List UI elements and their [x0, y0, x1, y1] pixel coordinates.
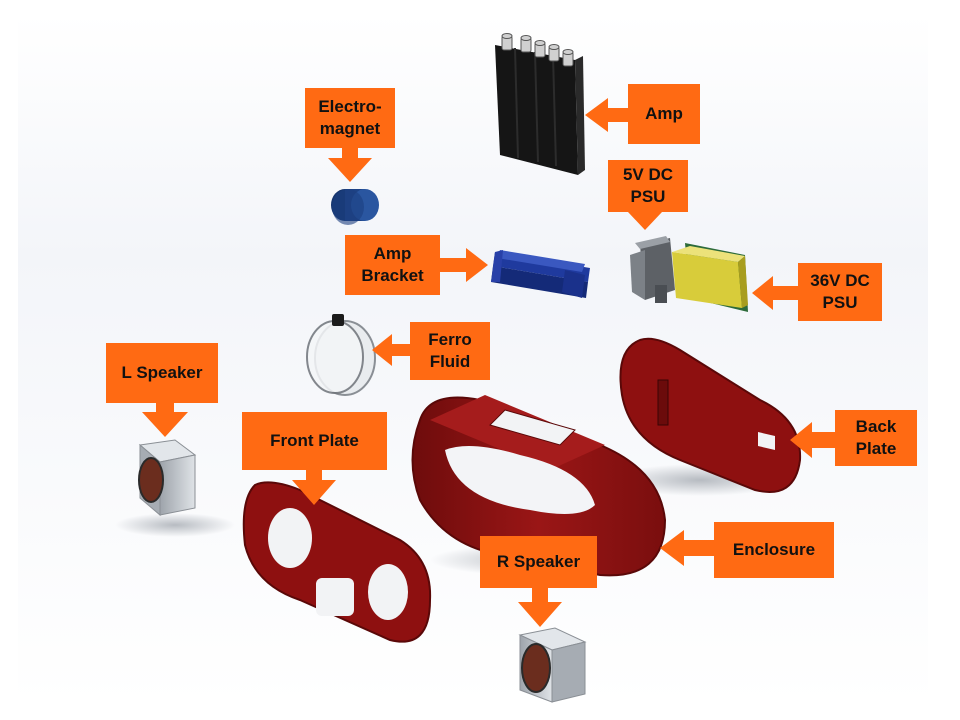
- l-speaker-label: L Speaker: [106, 343, 218, 403]
- back-plate-arrow: [790, 422, 836, 458]
- amp-arrow: [585, 98, 630, 132]
- r-speaker-part: [518, 627, 587, 703]
- amp-label: Amp: [628, 84, 700, 144]
- psu-5v-label: 5V DC PSU: [608, 160, 688, 212]
- psu-36v-part: [672, 243, 748, 312]
- front-plate-arrow: [292, 470, 336, 505]
- l-speaker-part: [138, 439, 197, 517]
- back-plate-part: [619, 337, 802, 493]
- enclosure-part: [411, 395, 667, 577]
- electromagnet-label: Electro- magnet: [305, 88, 395, 148]
- l-speaker-shadow: [115, 513, 235, 537]
- electromagnet-part: [331, 189, 379, 225]
- electromagnet-arrow: [328, 148, 372, 182]
- psu-5v-part: [630, 236, 675, 303]
- r-speaker-label: R Speaker: [480, 536, 597, 588]
- ferro-fluid-part: [306, 314, 376, 396]
- enclosure-label: Enclosure: [714, 522, 834, 578]
- psu-36v-arrow: [752, 276, 800, 310]
- psu-5v-arrow: [628, 205, 662, 230]
- ferro-fluid-label: Ferro Fluid: [410, 322, 490, 380]
- amp-bracket-label: Amp Bracket: [345, 235, 440, 295]
- amp-bracket-part: [491, 250, 590, 298]
- front-plate-part: [242, 481, 432, 643]
- amp-bracket-arrow: [440, 248, 488, 282]
- back-plate-label: Back Plate: [835, 410, 917, 466]
- r-speaker-arrow: [518, 588, 562, 627]
- enclosure-arrow: [660, 530, 716, 566]
- amp-part: [495, 33, 585, 175]
- front-plate-label: Front Plate: [242, 412, 387, 470]
- l-speaker-arrow: [142, 402, 188, 437]
- psu-36v-label: 36V DC PSU: [798, 263, 882, 321]
- ferro-fluid-arrow: [372, 334, 412, 366]
